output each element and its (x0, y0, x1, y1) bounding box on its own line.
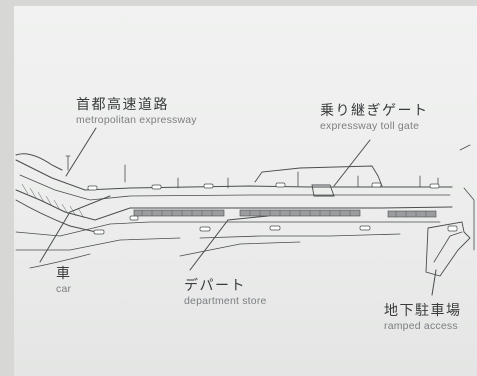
leader-car (39, 195, 111, 263)
store-mullions-3 (395, 211, 427, 217)
store-mullions-1 (141, 210, 213, 216)
store-window-band-3 (387, 210, 437, 218)
label-ramped-access-jp: 地下駐車場 (384, 303, 462, 319)
label-toll-gate: 乗り継ぎゲート expressway toll gate (320, 100, 429, 132)
ramp-access-outer (425, 221, 471, 277)
car-mark-7 (93, 229, 105, 235)
leader-department-store (189, 215, 269, 271)
car-mark-8 (199, 226, 211, 232)
deck-parapet-line (19, 174, 451, 201)
ground-road-4 (179, 241, 301, 257)
left-ramp-outer (15, 153, 63, 171)
car-mark-3 (203, 183, 214, 189)
label-ramped-access-en: ramped access (384, 320, 458, 332)
lamp-post-1 (65, 155, 71, 171)
expressway-deck-bottom (15, 189, 453, 221)
label-car-jp: 車 (56, 266, 72, 282)
car-mark-5 (371, 182, 382, 188)
car-mark-11 (447, 225, 458, 232)
car-mark-6 (429, 183, 440, 189)
label-expressway-en: metropolitan expressway (76, 114, 197, 126)
ground-road-3 (199, 233, 401, 239)
paper-panel (14, 6, 477, 376)
car-mark-4 (275, 182, 286, 188)
label-expressway-jp: 首都高速道路 (76, 97, 169, 113)
label-ramped-access: 地下駐車場 ramped access (384, 300, 462, 332)
car-mark-2 (151, 184, 162, 190)
ground-road-2 (15, 237, 181, 251)
label-department-store-en: department store (184, 295, 267, 307)
car-mark-9 (269, 225, 281, 231)
store-window-band-1 (133, 209, 225, 217)
label-car-en: car (56, 283, 72, 295)
label-department-store-jp: デパート (184, 278, 246, 294)
label-department-store: デパート department store (184, 275, 267, 307)
store-mullions-2 (249, 210, 351, 216)
car-mark-10 (359, 225, 371, 231)
label-toll-gate-en: expressway toll gate (320, 120, 420, 132)
car-mark-12 (129, 215, 139, 221)
car-mark-1 (87, 185, 98, 191)
ramp-access-inner (433, 231, 463, 263)
label-car: 車 car (56, 263, 72, 295)
ground-road-1 (15, 221, 441, 237)
toll-gate-booth (311, 184, 335, 197)
label-toll-gate-jp: 乗り継ぎゲート (320, 103, 429, 119)
left-ramp-lower (15, 199, 97, 233)
leader-ramped-access (431, 269, 437, 296)
ramp-access-right (459, 144, 475, 251)
ground-curb-left (29, 253, 91, 269)
viaduct-hatching (21, 183, 85, 219)
label-expressway: 首都高速道路 metropolitan expressway (76, 94, 197, 126)
leader-expressway (65, 127, 97, 177)
expressway-deck-top (15, 159, 453, 191)
toll-gate-roof (254, 165, 383, 187)
leader-toll-gate (333, 139, 371, 187)
